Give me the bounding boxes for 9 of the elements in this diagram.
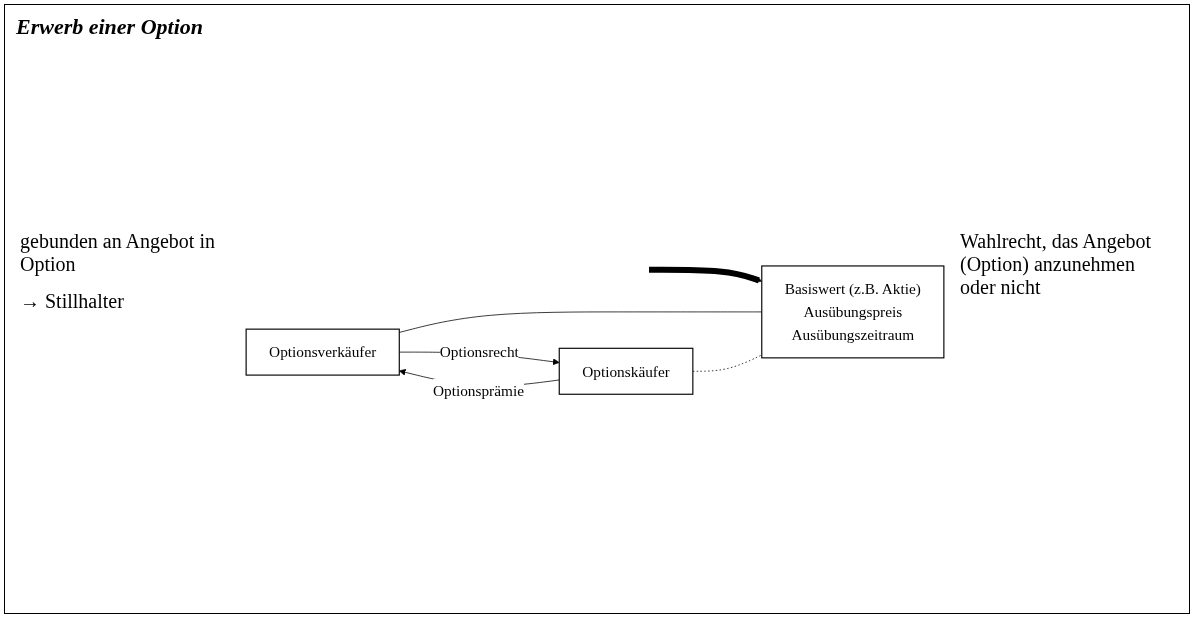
title: Erwerb einer Option	[16, 14, 204, 40]
annotation-text: gebunden an Angebot in Option	[20, 230, 216, 276]
edge-label: Optionsprämie	[432, 381, 524, 399]
node-box: Optionskäufer	[558, 347, 694, 395]
annotation-text: → Stillhalter	[20, 290, 125, 313]
node-box: Basiswert (z.B. Aktie) Ausübungspreis Ausübungszeitraum	[761, 265, 945, 359]
edge-label: Optionsrecht	[439, 343, 519, 361]
annotation-text: Wahlrecht, das Angebot (Option) anzunehmen oder nicht	[960, 230, 1153, 299]
node-box: Optionsverkäufer	[245, 328, 400, 376]
